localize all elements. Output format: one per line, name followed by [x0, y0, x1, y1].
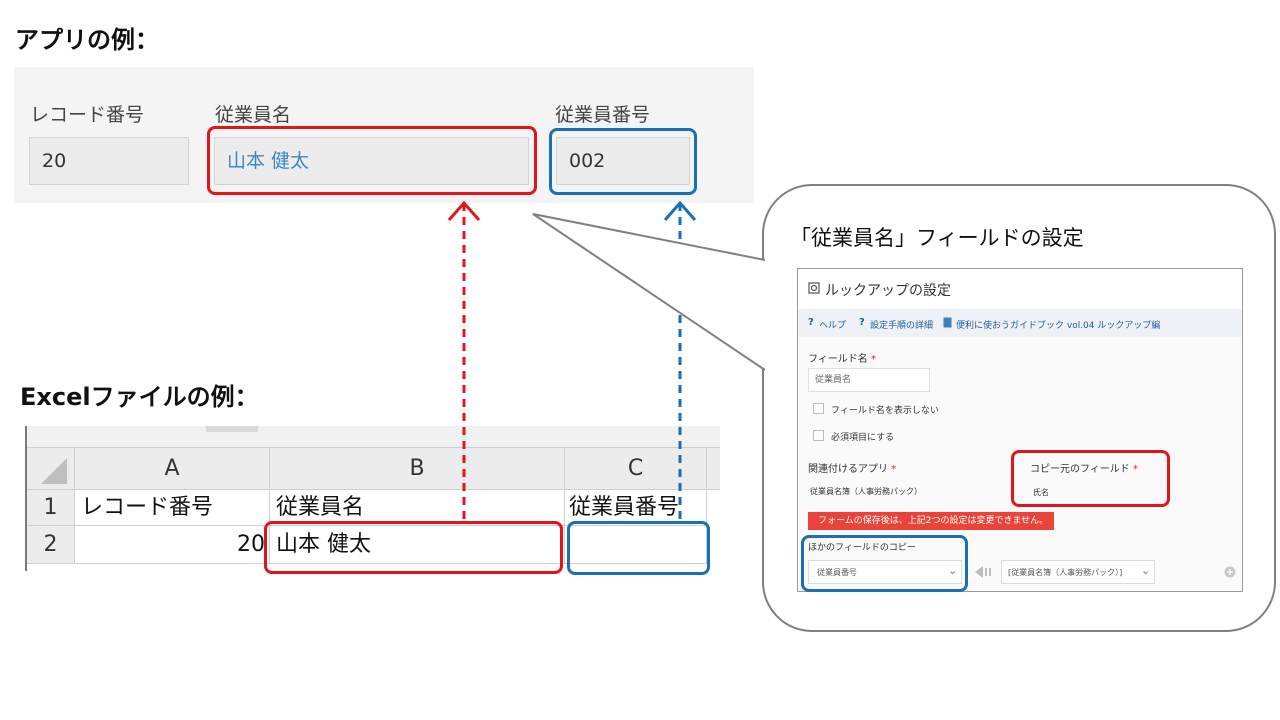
- excel-column-header-a[interactable]: A: [75, 448, 270, 490]
- dialog-header: ルックアップの設定: [798, 269, 1242, 310]
- copy-target-value: 従業員番号: [817, 568, 857, 577]
- copy-target-select[interactable]: 従業員番号 ⌄: [808, 560, 962, 584]
- excel-example-title: Excelファイルの例：: [20, 383, 259, 411]
- dialog-title: ルックアップの設定: [825, 283, 951, 299]
- lookup-icon: [808, 282, 820, 294]
- excel-employee-name-highlight: [264, 521, 563, 574]
- help-link[interactable]: ヘルプ: [819, 321, 847, 331]
- employee-number-field[interactable]: 002: [556, 137, 690, 185]
- excel-left-border: [25, 426, 27, 571]
- employee-number-highlight: [549, 128, 697, 195]
- excel-cell-a1[interactable]: レコード番号: [75, 490, 270, 526]
- excel-employee-number-highlight: [567, 521, 710, 575]
- excel-cell-a2[interactable]: 20: [75, 526, 270, 564]
- employee-name-field[interactable]: 山本 健太: [214, 137, 529, 185]
- callout-pointer-lines: [532, 213, 766, 371]
- record-number-field[interactable]: 20: [29, 137, 189, 185]
- required-checkbox[interactable]: [813, 430, 824, 441]
- record-number-label: レコード番号: [30, 104, 145, 126]
- blue-arrow-head-icon: [663, 200, 697, 221]
- arrow-left-icon: [975, 566, 991, 578]
- employee-name-highlight: [207, 126, 537, 195]
- excel-sheet: A B C 1 レコード番号 従業員名 従業員番号 2 20 山本 健太: [25, 426, 720, 571]
- excel-cell-c2[interactable]: [565, 526, 707, 564]
- chevron-down-icon: ⌄: [948, 564, 958, 577]
- app-example-title: アプリの例：: [15, 26, 159, 54]
- other-copy-highlight: [801, 535, 968, 592]
- employee-number-label: 従業員番号: [555, 104, 651, 126]
- add-circle-icon[interactable]: [1224, 566, 1236, 578]
- excel-column-header-b[interactable]: B: [270, 448, 565, 490]
- copy-source-select-value: [従業員名簿（人事労務パック）]: [1008, 568, 1123, 577]
- copy-source-label: コピー元のフィールド *: [1030, 464, 1138, 475]
- copy-source-select[interactable]: [従業員名簿（人事労務パック）] ⌄: [1001, 560, 1155, 584]
- excel-column-header-d[interactable]: [707, 448, 720, 490]
- field-name-label: フィールド名 *: [808, 354, 876, 365]
- guidebook-link[interactable]: 便利に使おうガイドブック vol.04 ルックアップ編: [956, 321, 1161, 331]
- callout-title: 「従業員名」フィールドの設定: [790, 226, 1084, 250]
- warning-banner: フォームの保存後は、上記2つの設定は変更できません。: [808, 512, 1054, 530]
- required-label: 必須項目にする: [831, 433, 895, 443]
- field-name-input[interactable]: 従業員名: [808, 368, 930, 392]
- excel-ribbon-strip: [25, 426, 720, 448]
- excel-cell-b1[interactable]: 従業員名: [270, 490, 565, 526]
- hide-name-label: フィールド名を表示しない: [831, 406, 939, 416]
- excel-row-header-2[interactable]: 2: [27, 526, 75, 564]
- excel-cell-b2[interactable]: 山本 健太: [270, 526, 565, 564]
- document-icon: [943, 317, 952, 328]
- related-app-value[interactable]: 従業員名簿（人事労務パック）: [810, 487, 922, 496]
- copy-source-highlight: [1011, 450, 1170, 507]
- excel-cell-c1[interactable]: 従業員番号: [565, 490, 707, 526]
- employee-name-label: 従業員名: [215, 104, 292, 126]
- excel-corner[interactable]: [27, 448, 75, 490]
- lookup-settings-dialog: ルックアップの設定 ? ヘルプ ? 設定手順の詳細 便利に使おうガイドブック v…: [797, 268, 1243, 592]
- setup-steps-link[interactable]: 設定手順の詳細: [870, 321, 934, 331]
- steps-question-icon: ?: [859, 317, 865, 328]
- red-arrow-head-icon: [447, 200, 481, 221]
- help-question-icon: ?: [808, 317, 814, 328]
- excel-tab-marker: [206, 426, 258, 432]
- related-app-label: 関連付けるアプリ *: [808, 464, 897, 475]
- hide-name-checkbox[interactable]: [813, 403, 824, 414]
- excel-row-header-1[interactable]: 1: [27, 490, 75, 526]
- excel-column-header-c[interactable]: C: [565, 448, 707, 490]
- chevron-down-icon: ⌄: [1141, 564, 1151, 577]
- select-all-triangle-icon: [41, 458, 67, 484]
- copy-source-value[interactable]: 氏名: [1033, 488, 1049, 497]
- help-links-bar: ? ヘルプ ? 設定手順の詳細 便利に使おうガイドブック vol.04 ルックア…: [798, 309, 1242, 337]
- other-copy-label: ほかのフィールドのコピー: [808, 543, 916, 553]
